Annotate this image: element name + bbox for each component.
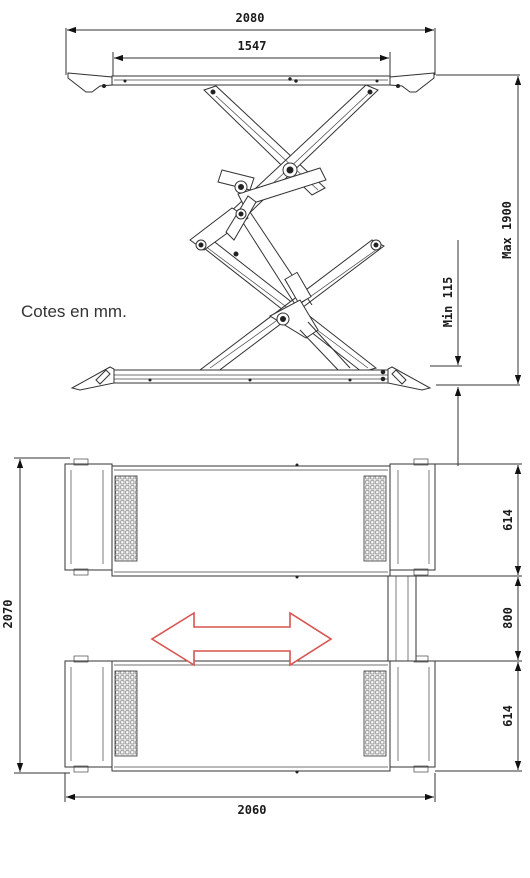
dim-label-2060: 2060 — [238, 803, 267, 817]
dim-label-1547: 1547 — [238, 39, 267, 53]
pivot-points — [195, 89, 382, 326]
dim-label-2080: 2080 — [236, 11, 265, 25]
double-arrow-icon — [150, 611, 333, 667]
plan-view: 2070 — [1, 457, 522, 817]
upper-scissor-arms — [203, 84, 379, 226]
side-view: 2080 1547 — [21, 11, 522, 466]
units-note: Cotes en mm. — [21, 302, 127, 321]
cross-beam — [387, 575, 417, 662]
dim-label-max-height: Max 1900 — [500, 201, 514, 259]
dim-label-800: 800 — [501, 607, 515, 629]
dim-label-614-top: 614 — [501, 509, 515, 531]
upper-runway — [64, 458, 436, 579]
lower-runway — [64, 655, 436, 774]
middle-linkage — [189, 167, 351, 373]
dim-label-2070: 2070 — [1, 600, 15, 629]
dim-label-614-bottom: 614 — [501, 705, 515, 727]
top-platform — [67, 72, 435, 93]
dim-label-min-height: Min 115 — [441, 277, 455, 328]
base-platform — [70, 366, 432, 391]
